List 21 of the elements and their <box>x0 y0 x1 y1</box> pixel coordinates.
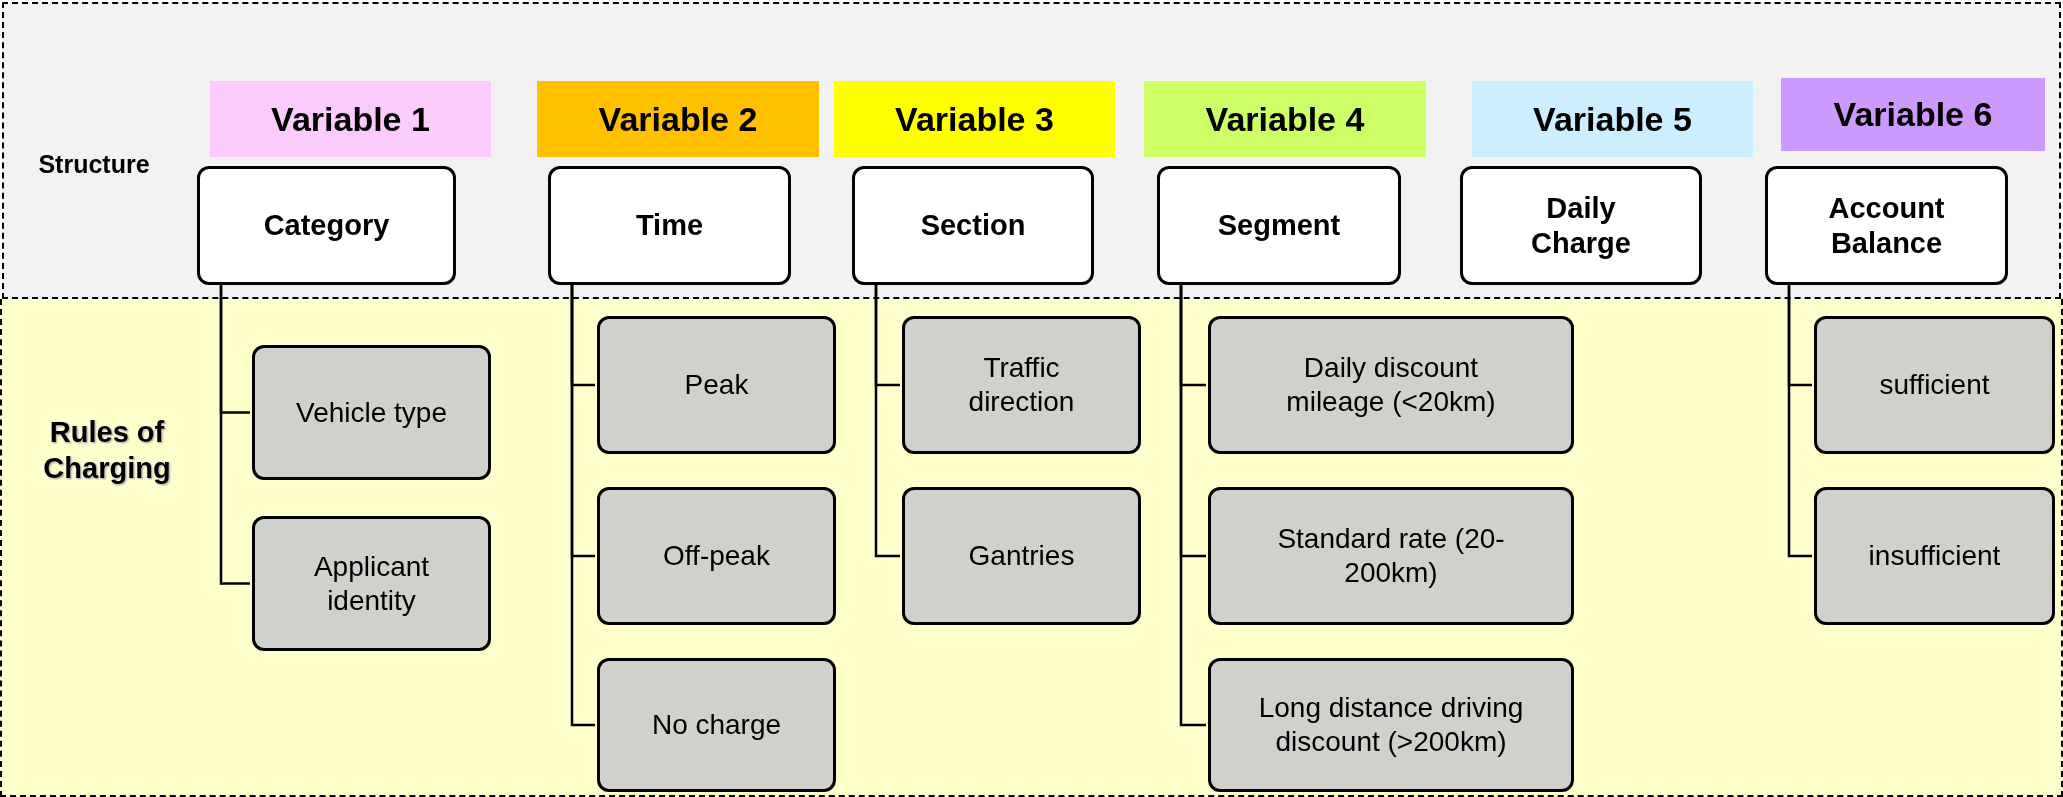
band-label: Structure <box>37 149 151 180</box>
structure-box: Category <box>197 166 456 285</box>
connector-line <box>1179 283 1206 727</box>
connector-line <box>874 283 900 558</box>
connector-line <box>1787 283 1812 558</box>
structure-box: Segment <box>1157 166 1401 285</box>
diagram-band <box>2 2 2061 299</box>
connector-line <box>570 283 595 727</box>
variable-tag: Variable 2 <box>537 81 819 157</box>
structure-box: Daily Charge <box>1460 166 1702 285</box>
structure-box: Time <box>548 166 791 285</box>
variable-tag: Variable 3 <box>834 81 1115 157</box>
variable-tag: Variable 1 <box>210 81 491 157</box>
band-label: Rules of Charging <box>42 415 172 487</box>
diagram-band <box>0 299 2063 797</box>
structure-box: Account Balance <box>1765 166 2008 285</box>
connector-line <box>219 283 250 585</box>
variable-tag: Variable 6 <box>1781 78 2045 151</box>
variable-tag: Variable 5 <box>1472 81 1753 157</box>
structure-box: Section <box>852 166 1094 285</box>
variable-tag: Variable 4 <box>1144 81 1426 157</box>
